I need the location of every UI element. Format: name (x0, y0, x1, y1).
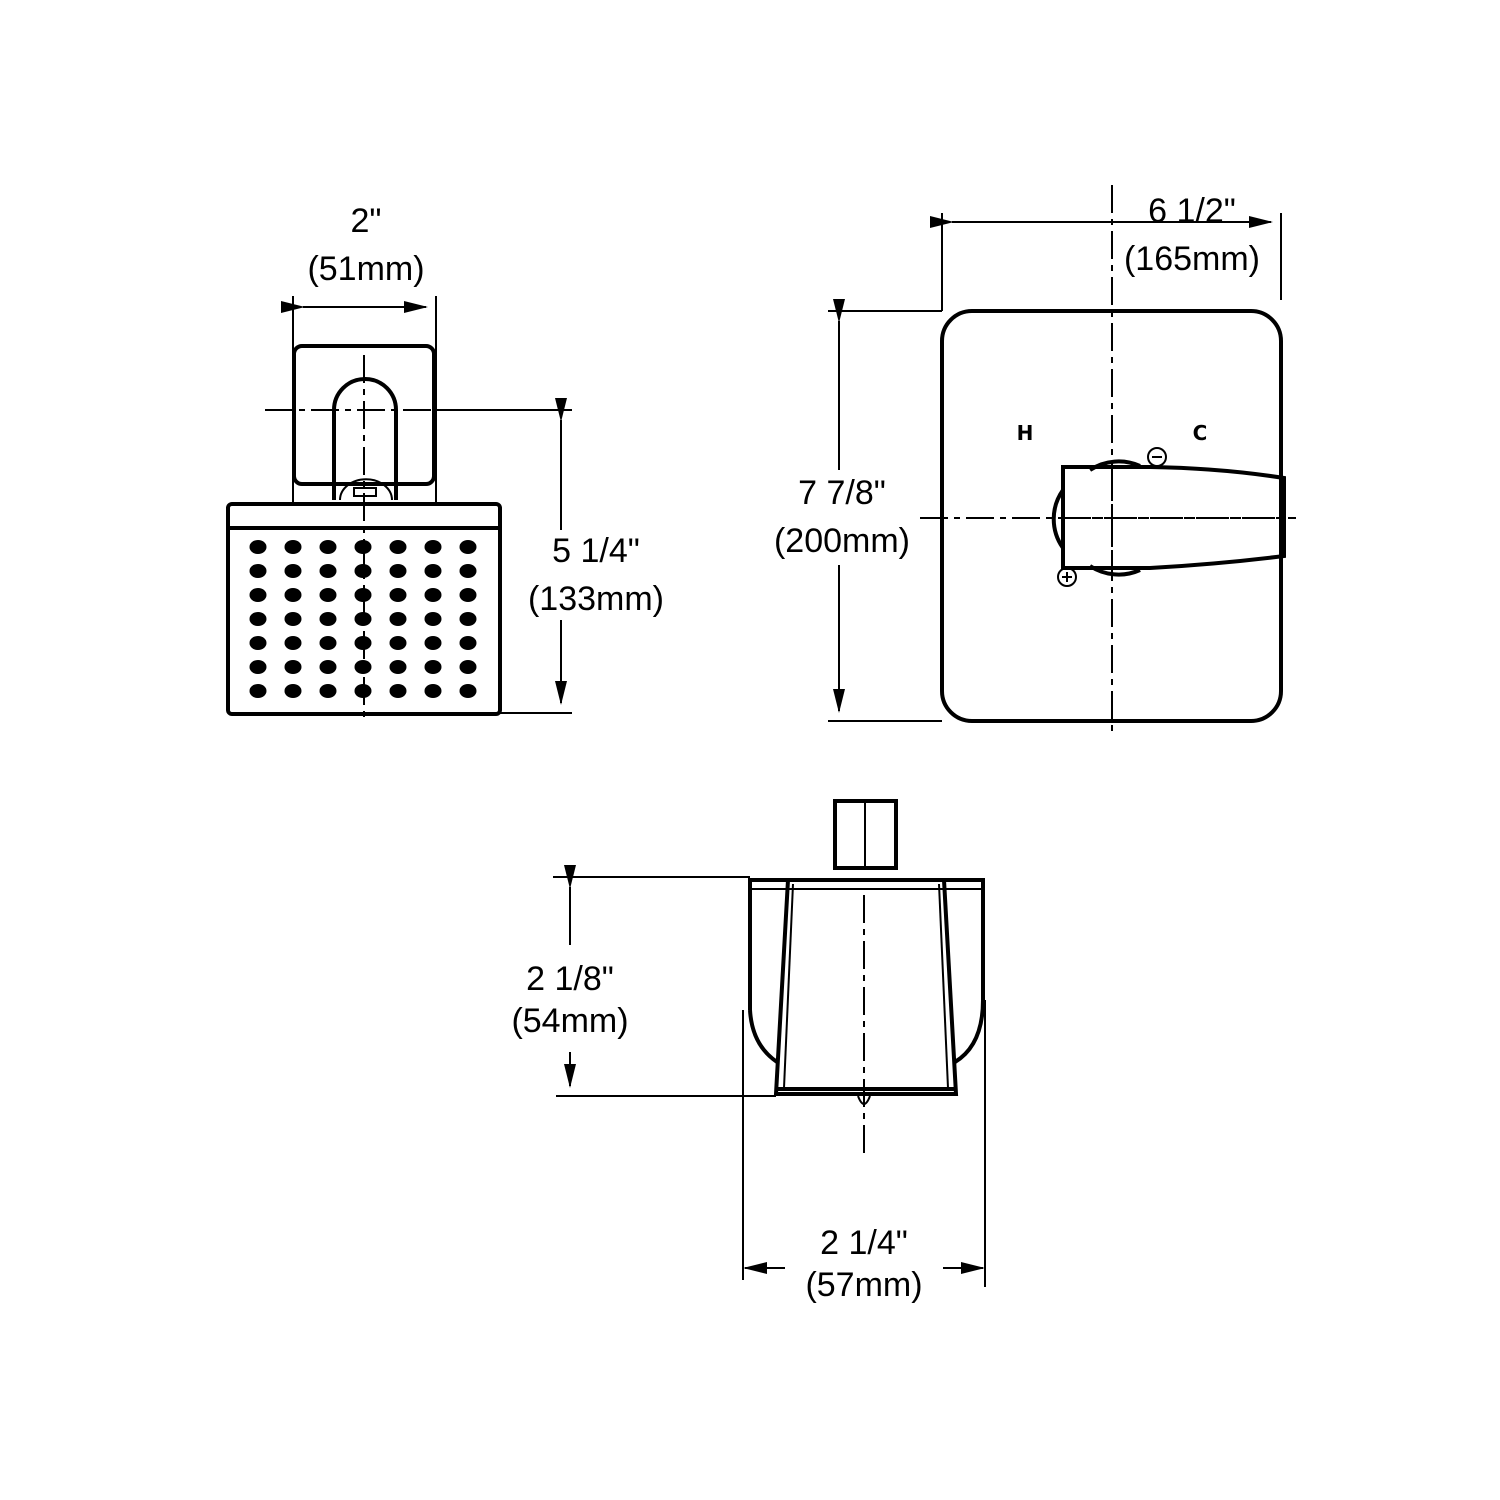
nozzle (249, 660, 267, 674)
nozzle (284, 612, 302, 626)
nozzle (389, 612, 407, 626)
nozzle (459, 588, 477, 602)
tub-spout-body (748, 878, 985, 1064)
cold-label: C (1193, 421, 1208, 445)
nozzle (319, 540, 337, 554)
nozzle (459, 540, 477, 554)
nozzle (319, 636, 337, 650)
nozzle (249, 540, 267, 554)
valve-width-in: 6 1/2" (1148, 192, 1236, 230)
shower-head-width-mm: (51mm) (307, 250, 424, 288)
nozzle (424, 564, 442, 578)
shower-head-width-in: 2" (351, 202, 382, 240)
screw-icon (1057, 567, 1077, 587)
nozzle (424, 636, 442, 650)
nozzle (354, 564, 372, 578)
nozzle (249, 564, 267, 578)
nozzle (389, 684, 407, 698)
valve-height-mm: (200mm) (774, 522, 910, 560)
shower-head-height-mm: (133mm) (528, 580, 664, 618)
nozzle (424, 588, 442, 602)
nozzle (389, 564, 407, 578)
nozzle (284, 564, 302, 578)
spout-width-in: 2 1/4" (820, 1224, 908, 1262)
nozzle (389, 660, 407, 674)
nozzle (459, 564, 477, 578)
nozzle (459, 636, 477, 650)
nozzle (319, 564, 337, 578)
nozzle (284, 660, 302, 674)
nozzle (249, 612, 267, 626)
nozzle (389, 540, 407, 554)
spout-height-mm: (54mm) (511, 1002, 628, 1040)
nozzle (249, 636, 267, 650)
shower-head-height-in: 5 1/4" (552, 532, 640, 570)
nozzle (389, 636, 407, 650)
screw-icon (1147, 447, 1167, 467)
nozzle (424, 684, 442, 698)
nozzle (319, 684, 337, 698)
valve-trim-view: H C 6 1/2" (165mm) 7 7/8" (200mm) (774, 185, 1296, 732)
spout-height-in: 2 1/8" (526, 960, 614, 998)
nozzle (249, 684, 267, 698)
nozzle (424, 540, 442, 554)
shower-head-view: 2" (51mm) 5 1/4" (133mm) (226, 202, 664, 718)
nozzle (284, 684, 302, 698)
nozzle (424, 612, 442, 626)
nozzle (389, 588, 407, 602)
nozzle (284, 540, 302, 554)
spout-width-mm: (57mm) (805, 1266, 922, 1304)
nozzle (459, 660, 477, 674)
valve-handle-lever (1061, 465, 1286, 570)
valve-height-in: 7 7/8" (798, 474, 886, 512)
hot-label: H (1017, 421, 1034, 445)
valve-width-mm: (165mm) (1124, 240, 1260, 278)
nozzle (284, 636, 302, 650)
nozzle (319, 612, 337, 626)
nozzle (249, 588, 267, 602)
nozzle (284, 588, 302, 602)
nozzle (459, 684, 477, 698)
nozzle (319, 588, 337, 602)
nozzle (459, 612, 477, 626)
nozzle (424, 660, 442, 674)
tub-spout-view: 2 1/8" (54mm) 2 1/4" (57mm) (511, 799, 986, 1304)
nozzle (319, 660, 337, 674)
